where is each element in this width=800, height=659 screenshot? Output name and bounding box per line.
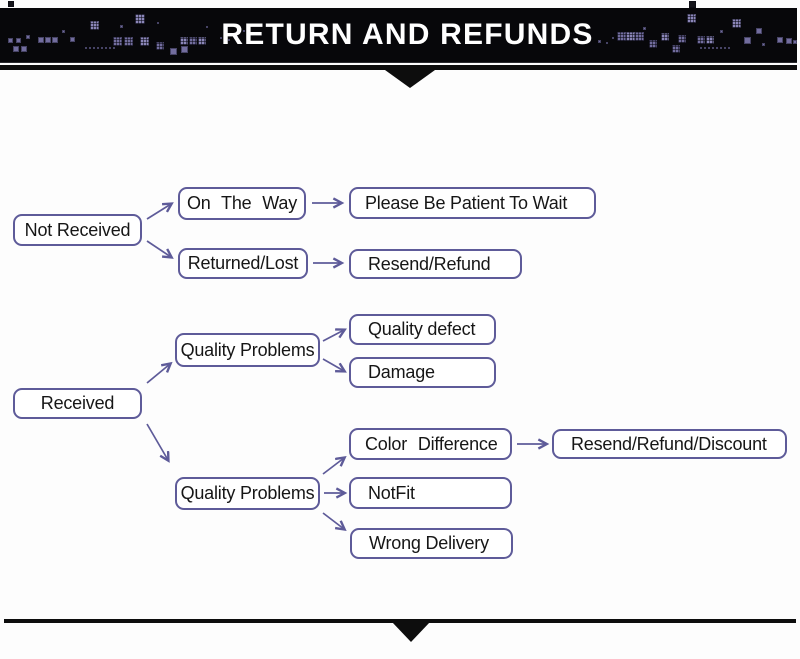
flow-node-label: Color Difference — [365, 433, 498, 454]
flow-node-label: Please Be Patient To Wait — [365, 192, 568, 213]
flow-node-quality-problems-1: Quality Problems — [175, 333, 320, 367]
flow-node-label: Wrong Delivery — [369, 533, 489, 553]
arrow-received-qualityproblems1 — [146, 364, 170, 384]
top-divider-rule — [0, 65, 797, 70]
flow-node-damage: Damage — [349, 357, 496, 388]
flow-node-label: Not Received — [24, 219, 131, 240]
arrow-qp1-damage — [322, 358, 344, 371]
flow-node-label: Received — [40, 393, 115, 413]
flow-node-not-received: Not Received — [13, 214, 142, 246]
flow-node-quality-problems-2: Quality Problems — [175, 477, 320, 510]
flow-node-label: Resend/Refund/Discount — [571, 433, 767, 454]
flow-node-notfit: NotFit — [349, 477, 512, 509]
flow-node-label: Returned/Lost — [187, 253, 299, 273]
flow-node-on-the-way: On The Way — [178, 187, 306, 220]
flow-node-label: Quality Problems — [180, 339, 315, 360]
flow-node-received: Received — [13, 388, 142, 419]
page-title: RETURN AND REFUNDS — [221, 18, 594, 51]
flow-node-wrong-delivery: Wrong Delivery — [350, 528, 513, 559]
flow-node-label: Resend/Refund — [368, 253, 491, 274]
flow-node-returned-lost: Returned/Lost — [178, 248, 308, 279]
arrow-notreceived-returnedlost — [146, 240, 171, 257]
bottom-down-triangle-icon — [392, 622, 430, 642]
bottom-divider-rule — [4, 619, 796, 623]
decor-pixel-square — [8, 1, 14, 7]
flow-node-resend-refund: Resend/Refund — [349, 249, 522, 279]
decor-pixel-square — [689, 1, 696, 8]
flow-node-label: Damage — [368, 362, 435, 382]
arrow-received-qualityproblems2 — [146, 423, 168, 460]
flow-node-please-be-patient: Please Be Patient To Wait — [349, 187, 596, 219]
flow-node-quality-defect: Quality defect — [349, 314, 496, 345]
arrow-qp2-colordifference — [322, 458, 344, 475]
top-down-triangle-icon — [385, 70, 435, 88]
flow-node-resend-refund-discount: Resend/Refund/Discount — [552, 429, 787, 459]
flow-node-label: NotFit — [368, 482, 415, 503]
flow-node-label: Quality defect — [368, 319, 476, 339]
flow-node-color-difference: Color Difference — [349, 428, 512, 460]
flow-node-label: On The Way — [186, 193, 298, 213]
arrow-qp2-wrongdelivery — [322, 512, 344, 529]
arrow-qp1-qualitydefect — [322, 330, 344, 342]
arrow-notreceived-ontheway — [146, 204, 171, 220]
flow-node-label: Quality Problems — [180, 483, 315, 503]
